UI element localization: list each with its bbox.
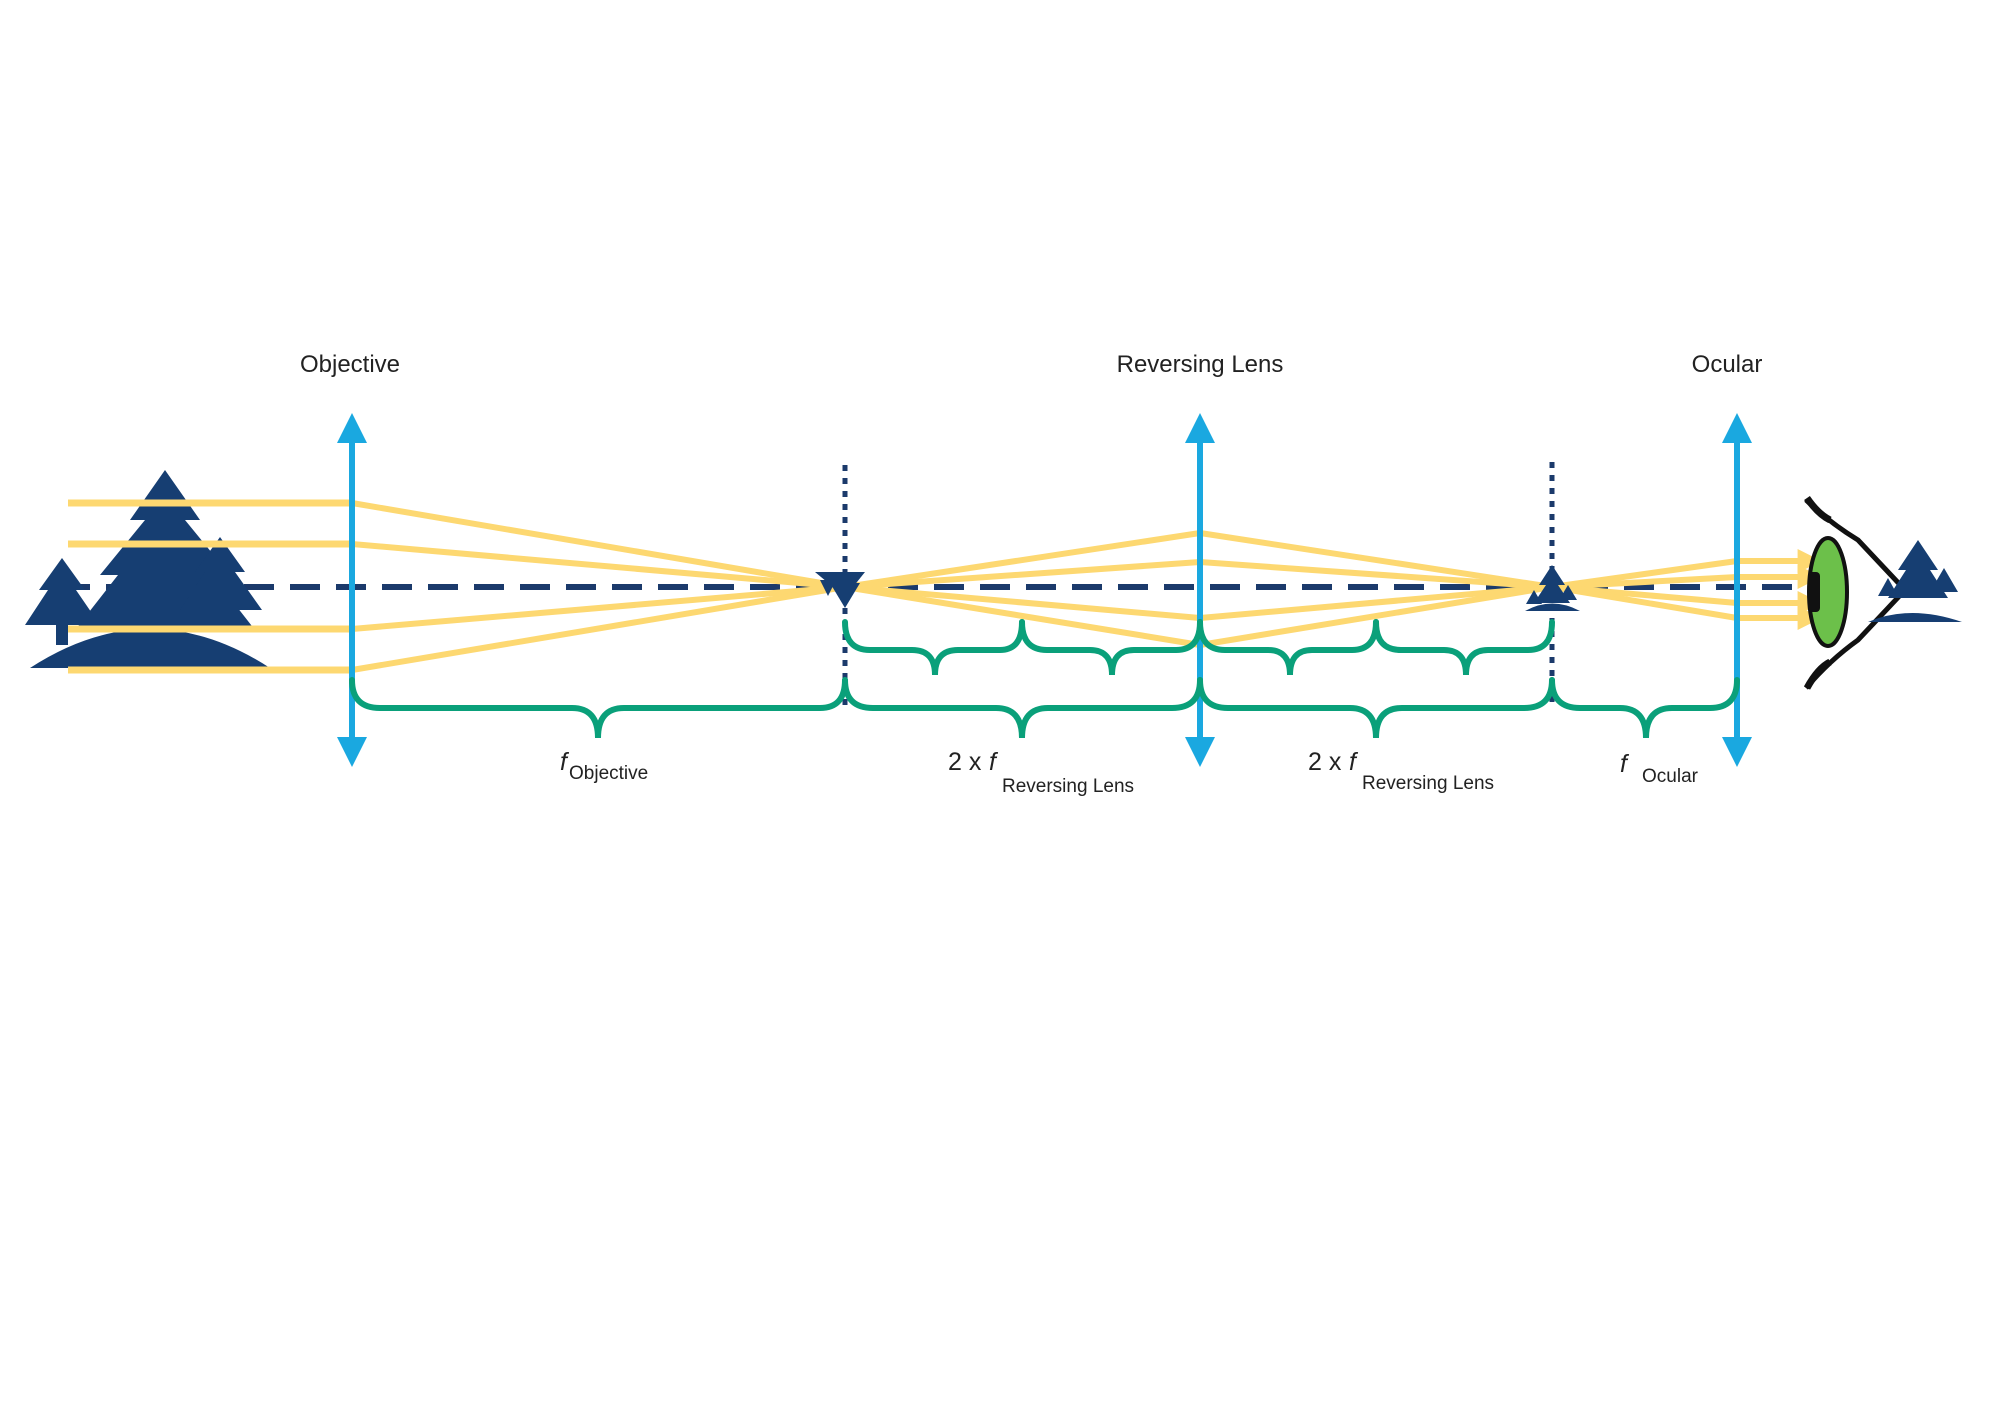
inverted-image-icon — [815, 572, 865, 608]
distance-symbol: f — [1349, 748, 1359, 776]
distance-label-ocular: f Ocular — [1620, 750, 1699, 787]
distance-subscript: Reversing Lens — [1002, 776, 1134, 797]
distance-symbol: f — [560, 748, 570, 776]
distance-label-reversing-2: 2 x f Reversing Lens — [1308, 748, 1494, 794]
distance-symbol: f — [1620, 750, 1630, 778]
distance-prefix: 2 x — [1308, 748, 1348, 776]
distance-subscript: Objective — [569, 763, 648, 784]
objective-label: Objective — [300, 351, 400, 378]
distance-symbol: f — [989, 748, 999, 776]
distance-braces — [349, 677, 1740, 739]
object-trees-icon — [25, 470, 270, 668]
rays-reversing-to-image — [1199, 530, 1553, 648]
reversing-lens-label: Reversing Lens — [1117, 351, 1284, 378]
brace-reversing-2 — [1197, 677, 1555, 739]
distance-label-objective: f Objective — [560, 748, 648, 784]
incoming-rays — [68, 499, 352, 674]
brace-reversing-1 — [842, 677, 1203, 739]
distance-subscript: Reversing Lens — [1362, 773, 1494, 794]
rays-objective-to-focus — [351, 500, 846, 673]
distance-prefix: 2 x — [948, 748, 988, 776]
distance-subscript: Ocular — [1642, 766, 1699, 787]
upright-image-icon — [1525, 565, 1580, 611]
distance-label-reversing-1: 2 x f Reversing Lens — [948, 748, 1134, 797]
ocular-label: Ocular — [1692, 351, 1763, 378]
brace-ocular — [1549, 677, 1740, 739]
rays-focus-to-reversing — [844, 530, 1201, 648]
focal-length-braces — [842, 619, 1555, 676]
brace-objective — [349, 677, 848, 739]
perceived-trees-icon — [1868, 540, 1962, 622]
